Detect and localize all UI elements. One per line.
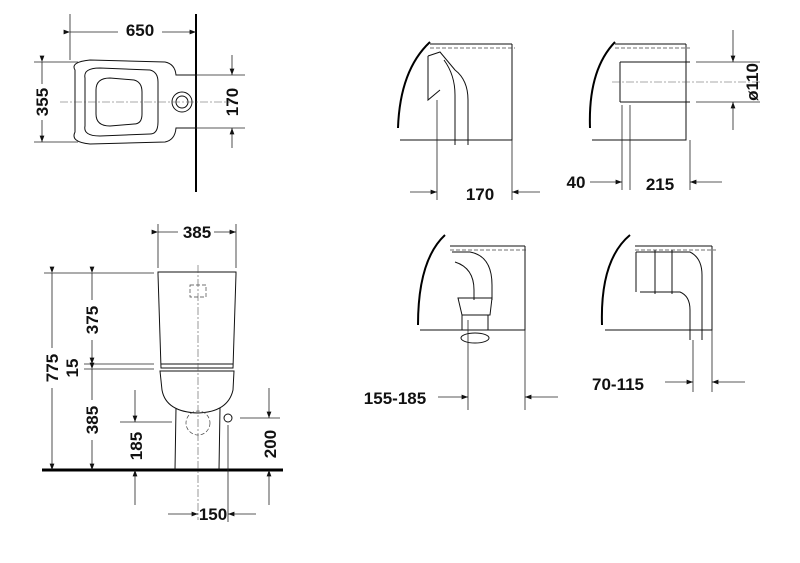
dim-355: 355 [33,88,52,116]
dim-650: 650 [126,21,154,40]
side-view-horizontal-outlet: 170 [397,41,540,204]
side-view-offset-outlet: 70-115 [592,234,745,394]
top-view: 650 355 170 [32,14,245,192]
side-view-straight-connector: ø110 40 215 [567,30,762,194]
dim-15: 15 [63,359,82,378]
dim-185: 185 [127,432,146,460]
dim-155-185: 155-185 [364,389,426,408]
dim-40: 40 [567,173,586,192]
dim-215: 215 [646,175,674,194]
dim-375: 375 [83,306,102,334]
side-view-vertical-outlet: 155-185 [364,234,558,410]
dim-170-side: 170 [466,185,494,204]
dim-775: 775 [43,354,62,382]
dim-385-width: 385 [183,223,211,242]
dim-diameter-110: ø110 [743,63,762,101]
dim-170-top: 170 [223,88,242,116]
dim-200: 200 [261,430,280,458]
dim-150: 150 [199,505,227,524]
dim-385-height: 385 [83,406,102,434]
front-view: 385 775 375 15 385 185 200 150 [40,222,283,524]
dim-70-115: 70-115 [592,375,644,394]
